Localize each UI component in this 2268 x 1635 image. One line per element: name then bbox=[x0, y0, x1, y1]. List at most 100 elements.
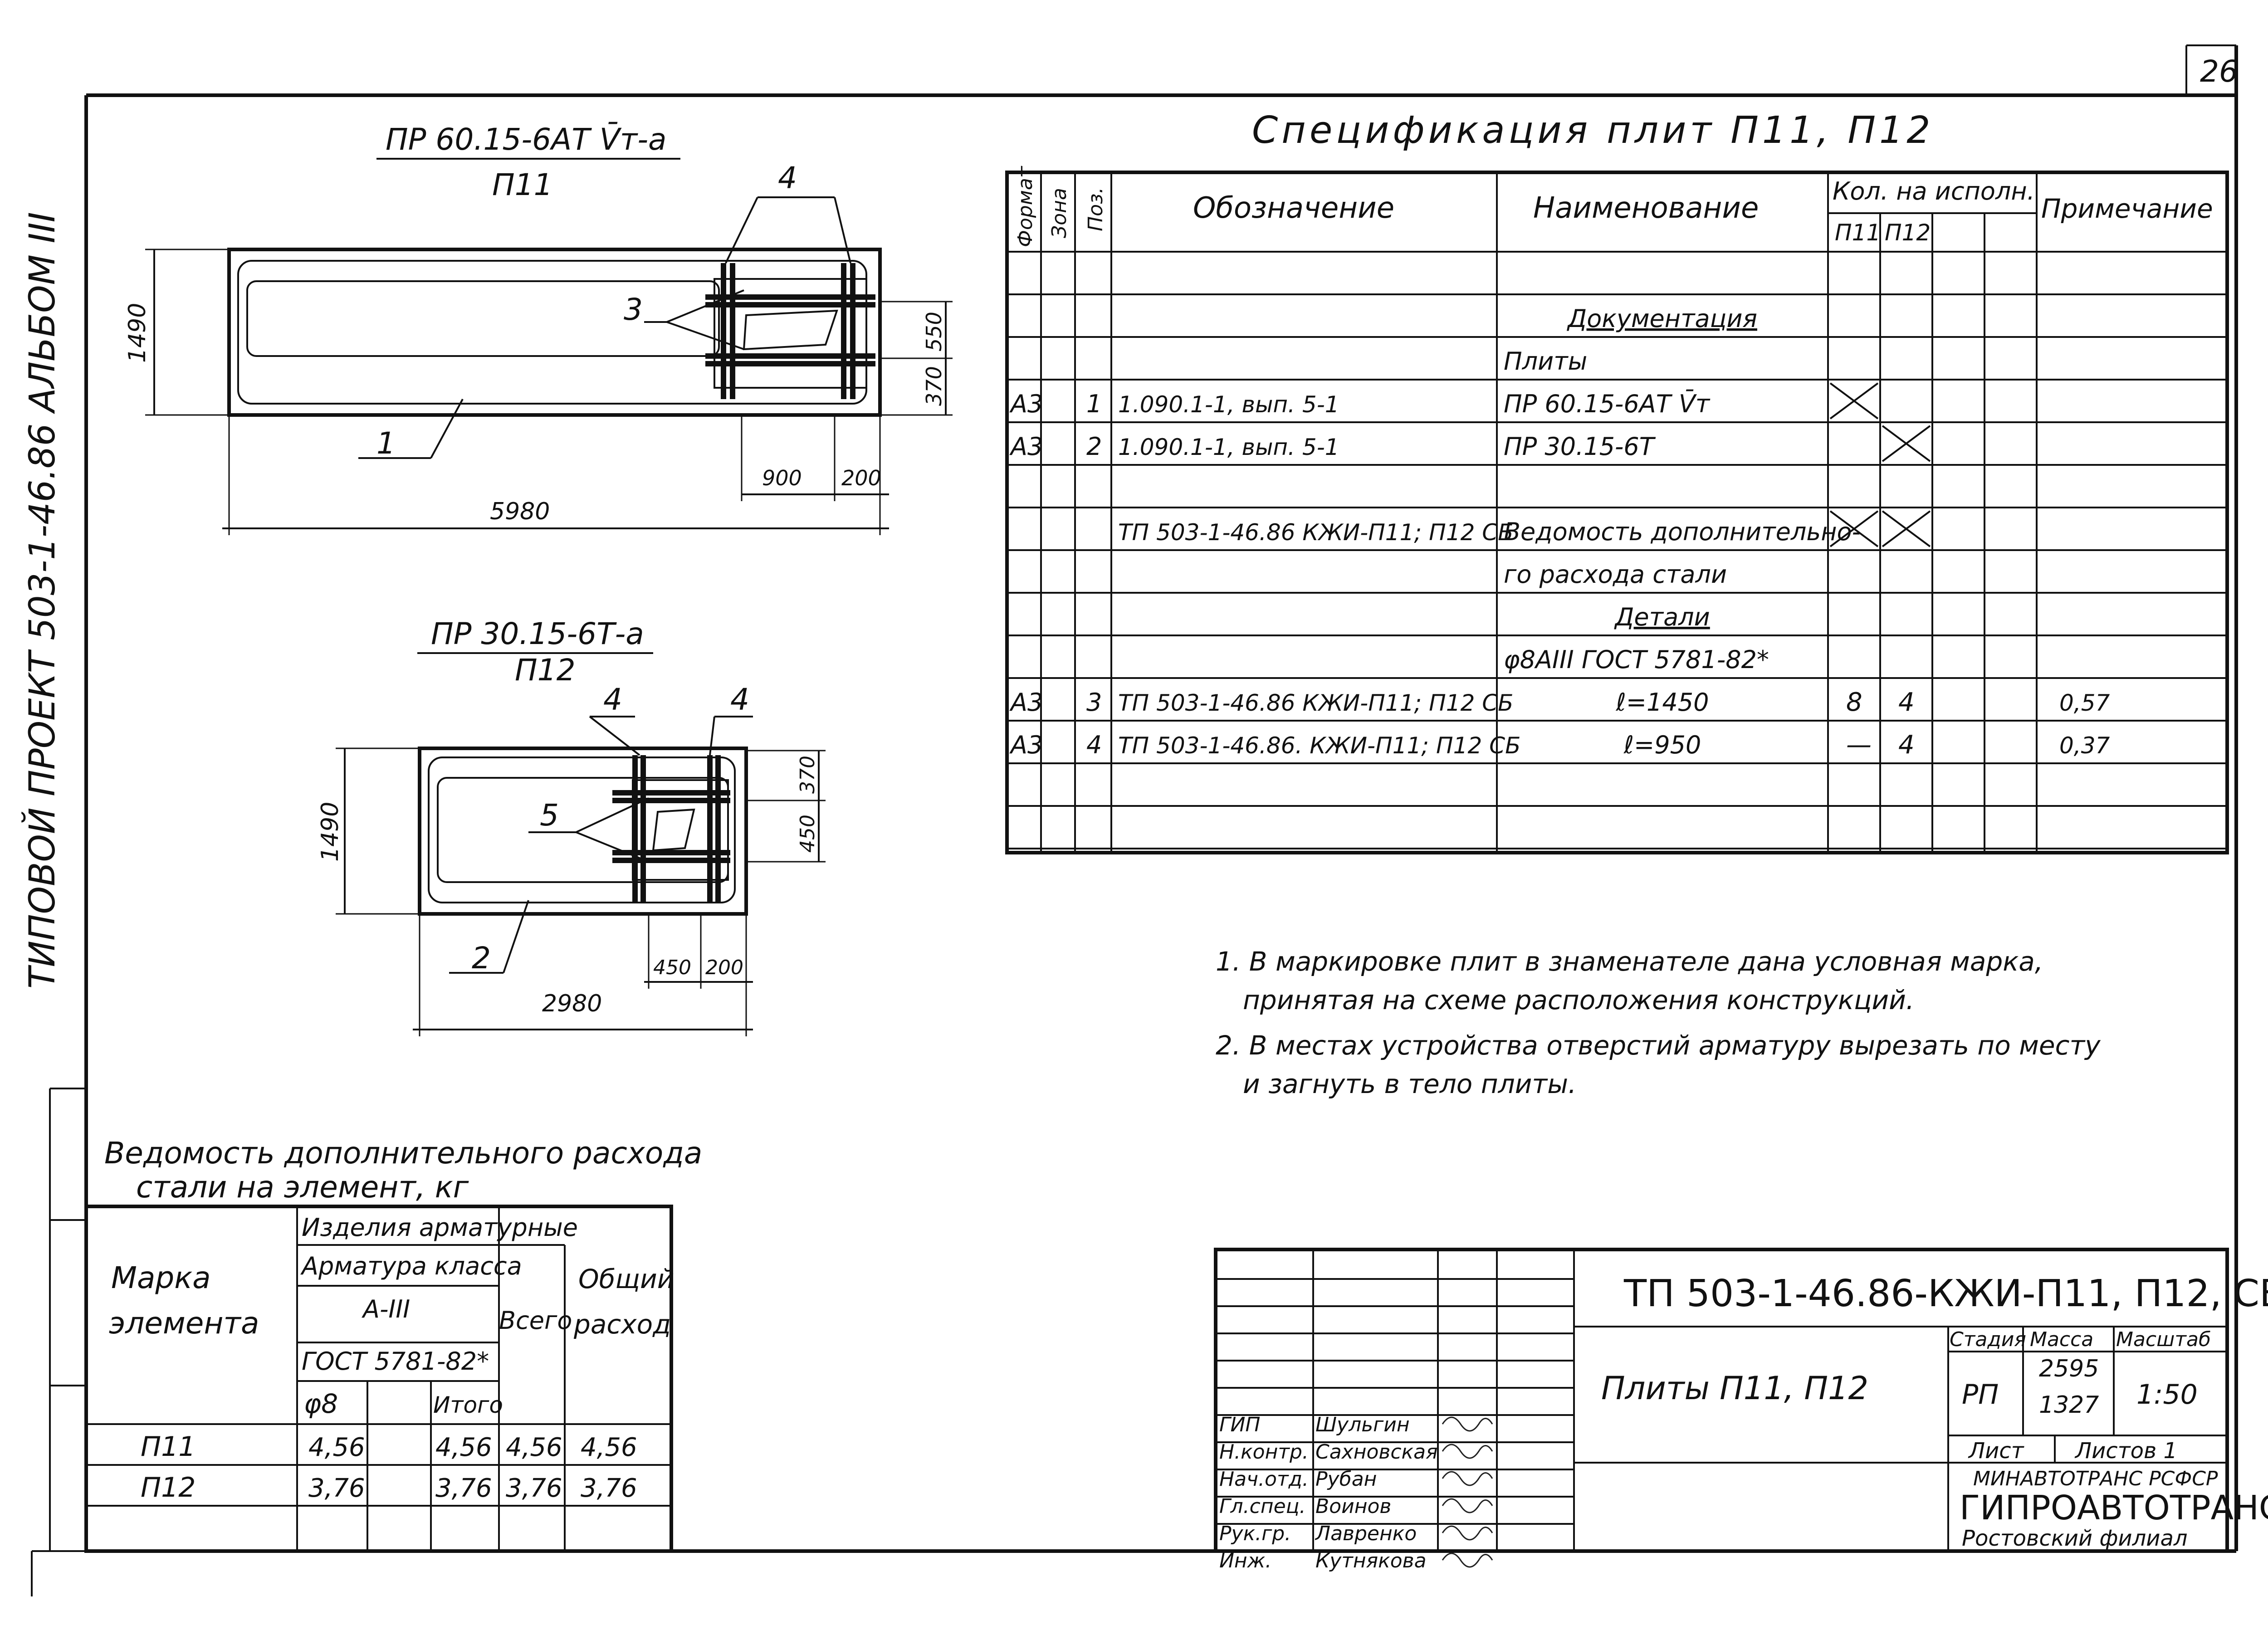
slab-p12-callout-4a: 4 bbox=[603, 682, 622, 717]
stage-value: РП bbox=[1962, 1379, 1999, 1410]
spec-cell-format: А3 bbox=[1009, 688, 1043, 717]
slab-p11-dim-370: 370 bbox=[922, 366, 946, 406]
spec-cross-mark bbox=[1829, 510, 1879, 547]
slab-p11-dim-length: 5980 bbox=[490, 498, 550, 525]
spec-cross-mark bbox=[1882, 510, 1931, 547]
slab-p12-callout-2: 2 bbox=[472, 941, 491, 976]
signature-mark bbox=[1442, 1471, 1493, 1486]
document-code: ТП 503-1-46.86-КЖИ-П11, П12, СБ. bbox=[1623, 1272, 2268, 1315]
sheet-label: Лист bbox=[1968, 1438, 2025, 1464]
steel-title-1: Ведомость дополнительного расхода bbox=[104, 1136, 702, 1171]
slab-p11-callout-4: 4 bbox=[778, 161, 797, 195]
slab-p12-name: П12 bbox=[515, 653, 576, 688]
spec-cell-name: Детали bbox=[1614, 603, 1710, 631]
steel-header-class: Арматура класса bbox=[300, 1252, 522, 1280]
steel-header-items: Изделия арматурные bbox=[302, 1213, 578, 1242]
spec-cell-name: го расхода стали bbox=[1504, 560, 1727, 589]
spec-cell-name: ℓ=950 bbox=[1623, 731, 1701, 759]
steel-cell-common: 4,56 bbox=[581, 1433, 637, 1462]
spec-cell-note: 0,37 bbox=[2059, 732, 2110, 759]
spec-cell-name: Документация bbox=[1567, 304, 1757, 333]
signatory-name: Шульгин bbox=[1315, 1413, 1410, 1436]
side-stamp: ТИПОВОЙ ПРОЕКТ 503-1-46.86 АЛЬБОМ III bbox=[21, 212, 63, 989]
drawing-title: Плиты П11, П12 bbox=[1601, 1370, 1868, 1407]
signatory-role: ГИП bbox=[1219, 1413, 1261, 1436]
slab-p12-dim-length: 2980 bbox=[542, 990, 602, 1017]
notes: 1. В маркировке плит в знаменателе дана … bbox=[1216, 946, 2101, 1099]
slab-p12-dim-200: 200 bbox=[705, 956, 743, 979]
slab-p12-callout-5: 5 bbox=[540, 798, 559, 833]
spec-header-note: Примечание bbox=[2041, 193, 2213, 224]
slab-p11-dim-200: 200 bbox=[841, 466, 881, 490]
steel-cell-d8: 3,76 bbox=[308, 1474, 365, 1503]
slab-p11-mark: ПР 60.15-6АТ V̄т-а bbox=[386, 122, 666, 157]
steel-cell-d8: 4,56 bbox=[308, 1433, 365, 1462]
spec-cross-mark bbox=[1882, 425, 1931, 462]
spec-cell-format: А3 bbox=[1009, 432, 1043, 461]
slab-p12-dim-450: 450 bbox=[653, 956, 691, 979]
spec-cell-format: А3 bbox=[1009, 390, 1043, 418]
note-1-line-2: принятая на схеме расположения конструкц… bbox=[1243, 985, 1914, 1015]
signatory-role: Рук.гр. bbox=[1219, 1522, 1291, 1545]
note-1-line-1: 1. В маркировке плит в знаменателе дана … bbox=[1216, 946, 2043, 977]
steel-header-mark-1: Марка bbox=[111, 1260, 211, 1295]
sheet-number: 26 bbox=[2200, 54, 2238, 89]
spec-cell-name: ПР 60.15-6АТ V̄т bbox=[1504, 390, 1711, 418]
spec-cell-name: φ8АIII ГОСТ 5781-82* bbox=[1504, 645, 1769, 674]
signature-mark bbox=[1442, 1444, 1493, 1459]
slab-p12-callout-4b: 4 bbox=[730, 682, 749, 717]
signature-mark bbox=[1442, 1498, 1493, 1513]
steel-cell-mark: П12 bbox=[141, 1472, 196, 1503]
spec-header-format: Формат bbox=[1014, 166, 1037, 247]
signature-mark bbox=[1442, 1552, 1493, 1568]
steel-title-2: стали на элемент, кг bbox=[136, 1170, 469, 1205]
spec-table: Спецификация плит П11, П12 Формат Зона П… bbox=[1005, 109, 2229, 854]
signatory-role: Нач.отд. bbox=[1219, 1468, 1309, 1491]
note-2-line-1: 2. В местах устройства отверстий арматур… bbox=[1216, 1030, 2101, 1061]
slab-p12-dim-450v: 450 bbox=[796, 815, 819, 853]
mass-value-2: 1327 bbox=[2039, 1391, 2099, 1419]
spec-cell-p12: 4 bbox=[1898, 688, 1915, 717]
spec-cell-format: А3 bbox=[1009, 731, 1043, 759]
mass-value-1: 2595 bbox=[2039, 1355, 2099, 1382]
signatory-role: Гл.спец. bbox=[1219, 1495, 1306, 1518]
spec-header-name: Наименование bbox=[1533, 191, 1759, 225]
spec-cell-designation: 1.090.1-1, вып. 5-1 bbox=[1118, 434, 1339, 460]
title-block: ТП 503-1-46.86-КЖИ-П11, П12, СБ. Плиты П… bbox=[1214, 1248, 2268, 1572]
spec-cell-name: ℓ=1450 bbox=[1616, 688, 1709, 717]
spec-header-p12: П12 bbox=[1885, 220, 1931, 246]
signatory-name: Сахновская bbox=[1315, 1440, 1438, 1464]
spec-header-pos: Поз. bbox=[1084, 187, 1107, 231]
signatory-name: Воинов bbox=[1315, 1495, 1391, 1518]
spec-cell-pos: 1 bbox=[1086, 390, 1102, 418]
signatory-role: Н.контр. bbox=[1219, 1440, 1309, 1464]
steel-cell-itogo: 3,76 bbox=[435, 1474, 492, 1503]
scale-value: 1:50 bbox=[2136, 1379, 2198, 1410]
steel-header-common-1: Общий bbox=[578, 1264, 674, 1294]
spec-cell-p11: — bbox=[1846, 730, 1872, 760]
spec-cell-designation: 1.090.1-1, вып. 5-1 bbox=[1118, 391, 1339, 418]
slab-p11-dim-550: 550 bbox=[922, 312, 946, 351]
spec-header-zone: Зона bbox=[1048, 188, 1071, 238]
spec-cell-pos: 3 bbox=[1086, 688, 1102, 717]
signatory-name: Кутнякова bbox=[1315, 1549, 1427, 1572]
spec-cell-pos: 4 bbox=[1086, 731, 1102, 759]
org-branch: Ростовский филиал bbox=[1962, 1526, 2188, 1551]
spec-header-qty: Кол. на исполн. bbox=[1833, 177, 2035, 205]
spec-cell-designation: ТП 503-1-46.86 КЖИ-П11; П12 СБ bbox=[1118, 690, 1513, 716]
steel-header-mark-2: элемента bbox=[109, 1306, 259, 1341]
slab-p11-callout-1: 1 bbox=[376, 426, 396, 461]
slab-p11-drawing: ПР 60.15-6АТ V̄т-а П11 3 4 1 1490 bbox=[124, 122, 953, 535]
spec-cell-p12: 4 bbox=[1898, 730, 1915, 760]
slab-p12-mark: ПР 30.15-6Т-а bbox=[431, 616, 644, 651]
org-ministry: МИНАВТОТРАНС РСФСР bbox=[1973, 1467, 2218, 1490]
steel-cell-total: 3,76 bbox=[506, 1474, 562, 1503]
signature-mark bbox=[1442, 1416, 1493, 1432]
spec-header-designation: Обозначение bbox=[1193, 191, 1394, 225]
steel-cell-itogo: 4,56 bbox=[435, 1433, 492, 1462]
spec-title: Спецификация плит П11, П12 bbox=[1252, 109, 1934, 152]
